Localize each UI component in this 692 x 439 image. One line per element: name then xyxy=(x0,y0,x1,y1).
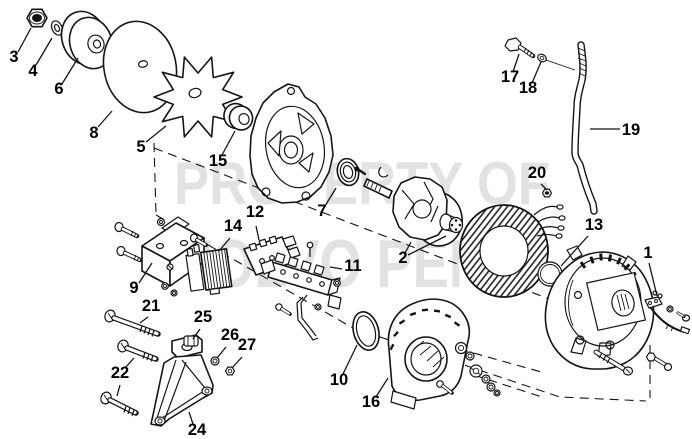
callout-18: 18 xyxy=(519,79,537,97)
callout-leader-13 xyxy=(560,235,589,267)
part-mounting-bracket-24 xyxy=(150,334,214,427)
callout-leader-8 xyxy=(97,110,113,128)
callout-4: 4 xyxy=(28,62,38,80)
callout-2: 2 xyxy=(398,249,407,267)
callout-leader-2 xyxy=(407,235,447,256)
callout-leader-9 xyxy=(138,262,153,284)
callout-3: 3 xyxy=(9,48,18,66)
watermark-line1: PROPERTY OF xyxy=(174,150,550,217)
callout-leader-12 xyxy=(255,225,260,241)
callout-leader-26 xyxy=(216,346,227,359)
part-bolt-22a xyxy=(117,339,159,362)
callout-leader-18 xyxy=(531,61,542,84)
part-pulley-6 xyxy=(60,10,114,70)
callout-5: 5 xyxy=(136,138,145,156)
callout-leader-22 xyxy=(116,384,121,397)
part-washer-4 xyxy=(50,20,64,36)
callout-leader-6 xyxy=(61,57,79,85)
callout-20: 20 xyxy=(528,164,546,182)
callout-leader-1 xyxy=(648,262,658,297)
callout-25: 25 xyxy=(194,308,212,326)
part-bolt-17 xyxy=(504,37,536,59)
small-fasteners-near-terminal-block xyxy=(275,279,342,341)
callout-16: 16 xyxy=(362,393,380,411)
callout-leader-21 xyxy=(139,316,149,324)
part-washer-18 xyxy=(537,53,576,71)
callout-17: 17 xyxy=(501,68,519,86)
callout-6: 6 xyxy=(54,80,63,98)
part-rotor-2 xyxy=(363,176,464,247)
part-nut-3 xyxy=(26,8,48,28)
callout-layer: 3468515721312017181991412111016212225262… xyxy=(9,27,658,439)
part-stator xyxy=(459,204,566,298)
shaft-screw-and-key xyxy=(354,166,389,178)
callout-leader-7 xyxy=(324,187,337,207)
part-fan-5 xyxy=(153,56,243,138)
callout-leader-14 xyxy=(218,237,231,252)
part-rear-cover-16 xyxy=(387,298,471,410)
callout-leader-25 xyxy=(192,328,201,340)
callout-1: 1 xyxy=(643,244,652,262)
part-bolt-21 xyxy=(104,309,161,337)
callout-leader-11 xyxy=(329,266,343,270)
part-bearing-7 xyxy=(336,157,360,187)
part-lead-wire-1 xyxy=(644,290,691,335)
callout-27: 27 xyxy=(238,336,256,354)
part-bolt-22b xyxy=(100,391,139,417)
callout-leader-4 xyxy=(35,37,53,66)
callout-7: 7 xyxy=(317,202,326,220)
callout-leader-5 xyxy=(145,125,167,143)
callout-12: 12 xyxy=(246,203,264,221)
callout-21: 21 xyxy=(142,297,160,315)
rear-housing-bolts xyxy=(593,349,673,376)
callout-leader-22 xyxy=(124,357,135,369)
callout-11: 11 xyxy=(344,257,361,275)
callout-8: 8 xyxy=(89,124,98,142)
part-nut-20 xyxy=(541,188,553,198)
callout-leader-20 xyxy=(540,183,548,191)
part-washer-26 xyxy=(210,356,220,366)
callout-14: 14 xyxy=(224,217,243,235)
part-rectifier-14 xyxy=(185,244,233,296)
callout-24: 24 xyxy=(188,421,207,439)
part-gasket-10 xyxy=(352,311,380,351)
part-adjusting-strap-19 xyxy=(571,41,598,215)
callout-10: 10 xyxy=(330,371,348,389)
callout-9: 9 xyxy=(129,279,138,297)
callout-leader-10 xyxy=(342,344,358,375)
part-front-housing xyxy=(249,83,334,204)
callout-leader-24 xyxy=(188,411,194,425)
part-spacer-15 xyxy=(223,102,254,131)
callout-26: 26 xyxy=(221,326,239,344)
cover-fastener-cluster xyxy=(454,341,501,397)
callout-leader-2 xyxy=(404,241,412,254)
part-guard-disc-8 xyxy=(102,20,178,114)
stator-lead-wires xyxy=(533,204,566,239)
callout-13: 13 xyxy=(585,216,603,234)
part-bushing-25 xyxy=(183,335,199,347)
callout-leader-16 xyxy=(375,377,389,398)
callout-22: 22 xyxy=(111,364,129,382)
part-rear-housing xyxy=(544,245,673,376)
callout-19: 19 xyxy=(622,121,640,139)
callout-leader-27 xyxy=(231,356,243,369)
part-nut-27 xyxy=(224,366,236,376)
callout-leader-3 xyxy=(17,27,32,53)
callout-15: 15 xyxy=(209,152,227,170)
callout-leader-17 xyxy=(512,53,520,73)
callout-leader-15 xyxy=(221,130,236,156)
